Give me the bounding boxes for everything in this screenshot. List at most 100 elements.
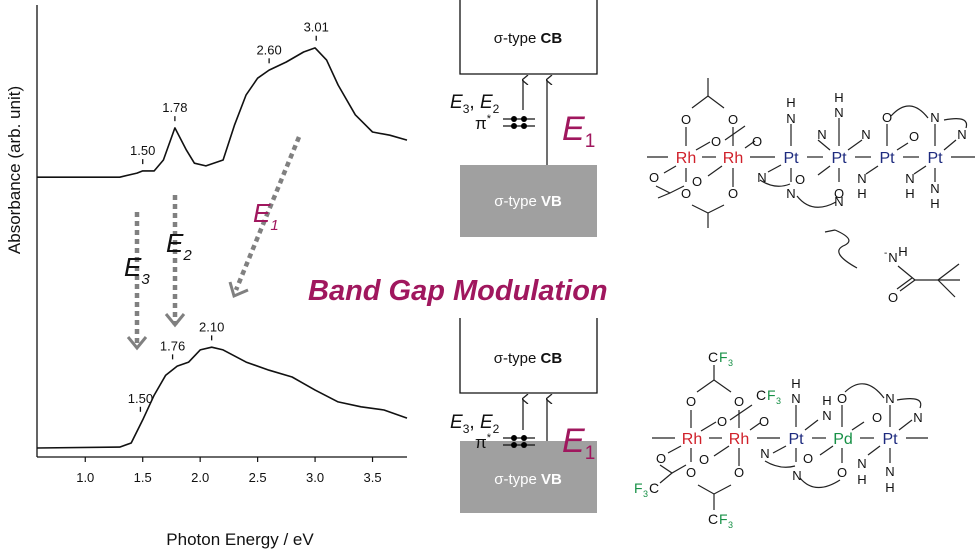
svg-text:O: O [752,134,762,149]
svg-text:N: N [857,456,866,471]
svg-text:O: O [686,394,696,409]
peak-label: 2.10 [199,319,224,334]
svg-text:O: O [888,290,898,305]
svg-text:H: H [857,472,866,487]
svg-text:O: O [734,465,744,480]
svg-text:O: O [711,134,721,149]
svg-text:F: F [634,480,643,496]
svg-text:N: N [930,181,939,196]
svg-text:N: N [834,105,843,120]
svg-text:N: N [957,127,966,142]
e3-label: E3 [124,252,150,288]
x-ticks: 1.0 1.5 2.0 2.5 3.0 3.5 [76,457,382,485]
svg-text:Rh: Rh [723,150,743,167]
svg-text:Pt: Pt [882,431,898,448]
e1-band-label: E1 [562,422,595,464]
svg-text:N: N [757,170,766,185]
svg-text:3: 3 [728,358,733,368]
svg-text:N: N [760,446,769,461]
svg-text:Pt: Pt [879,150,895,167]
peak-label: 1.78 [162,100,187,115]
e1-arrow [228,136,302,299]
x-tick-label: 1.0 [76,470,94,485]
pi-star-label: π* [475,113,492,133]
svg-text:3: 3 [643,489,648,499]
svg-text:O: O [734,394,744,409]
e1-label: E1 [253,198,279,234]
svg-text:N: N [834,194,843,209]
peak-label: 3.01 [304,20,329,35]
x-tick-label: 3.5 [363,470,381,485]
band-diagram-bottom: σ-type CB σ-type VB E3, E2 π* E1 [450,318,598,513]
peak-label: 2.60 [256,42,281,57]
e1-band-label: E1 [562,110,595,152]
svg-text:O: O [681,112,691,127]
svg-text:O: O [759,414,769,429]
vb-label: σ-type VB [494,193,562,210]
svg-text:O: O [656,451,666,466]
svg-text:N: N [792,468,801,483]
valence-band-box [460,165,597,237]
svg-text:H: H [791,376,800,391]
svg-text:O: O [699,452,709,467]
svg-text:Pt: Pt [831,150,847,167]
peak-label: 1.50 [128,391,153,406]
e2-label: E2 [166,228,192,264]
svg-text:Rh: Rh [676,150,696,167]
svg-text:C: C [708,349,718,365]
x-tick-label: 2.0 [191,470,209,485]
svg-text:H: H [834,90,843,105]
svg-text:Pt: Pt [783,150,799,167]
svg-text:N: N [885,391,894,406]
svg-text:H: H [786,95,795,110]
svg-text:O: O [728,112,738,127]
x-tick-label: 2.5 [249,470,267,485]
svg-text:H: H [930,196,939,211]
svg-text:F: F [719,511,728,527]
vb-label: σ-type VB [494,471,562,488]
e3-e2-label: E3, E2 [450,412,500,436]
x-tick-label: 1.5 [134,470,152,485]
svg-text:O: O [803,451,813,466]
svg-text:C: C [708,511,718,527]
svg-text:O: O [681,186,691,201]
svg-text:3: 3 [728,520,733,530]
peak-label: 1.50 [130,143,155,158]
svg-text:N: N [817,127,826,142]
svg-text:Pt: Pt [927,150,943,167]
x-tick-label: 3.0 [306,470,324,485]
y-axis-label: Absorbance (arb. unit) [5,86,24,254]
svg-text:N: N [885,464,894,479]
svg-text:O: O [837,465,847,480]
svg-text:O: O [909,129,919,144]
svg-text:O: O [872,410,882,425]
e3-arrow [126,212,148,351]
e3-e2-label: E3, E2 [450,92,500,116]
svg-text:F: F [719,349,728,365]
svg-text:O: O [717,414,727,429]
svg-text:O: O [834,186,844,201]
e2-arrow [164,195,186,328]
valence-band-box [460,441,597,513]
x-axis-label: Photon Energy / eV [166,530,314,549]
svg-text:H: H [898,244,907,259]
svg-text:N: N [786,111,795,126]
svg-text:-: - [884,248,887,259]
peak-annotations: 1.50 1.78 2.60 3.01 1.50 1.76 2.10 [128,20,329,412]
pi-star-level-icon [503,116,535,129]
svg-text:H: H [857,186,866,201]
pi-star-label: π* [475,432,492,452]
svg-text:Rh: Rh [729,431,749,448]
svg-text:N: N [791,391,800,406]
svg-text:H: H [885,480,894,495]
svg-text:O: O [882,110,892,125]
svg-text:H: H [905,186,914,201]
peak-label: 1.76 [160,338,185,353]
svg-text:N: N [888,250,897,265]
pi-star-level-icon [503,435,535,448]
svg-text:N: N [930,110,939,125]
